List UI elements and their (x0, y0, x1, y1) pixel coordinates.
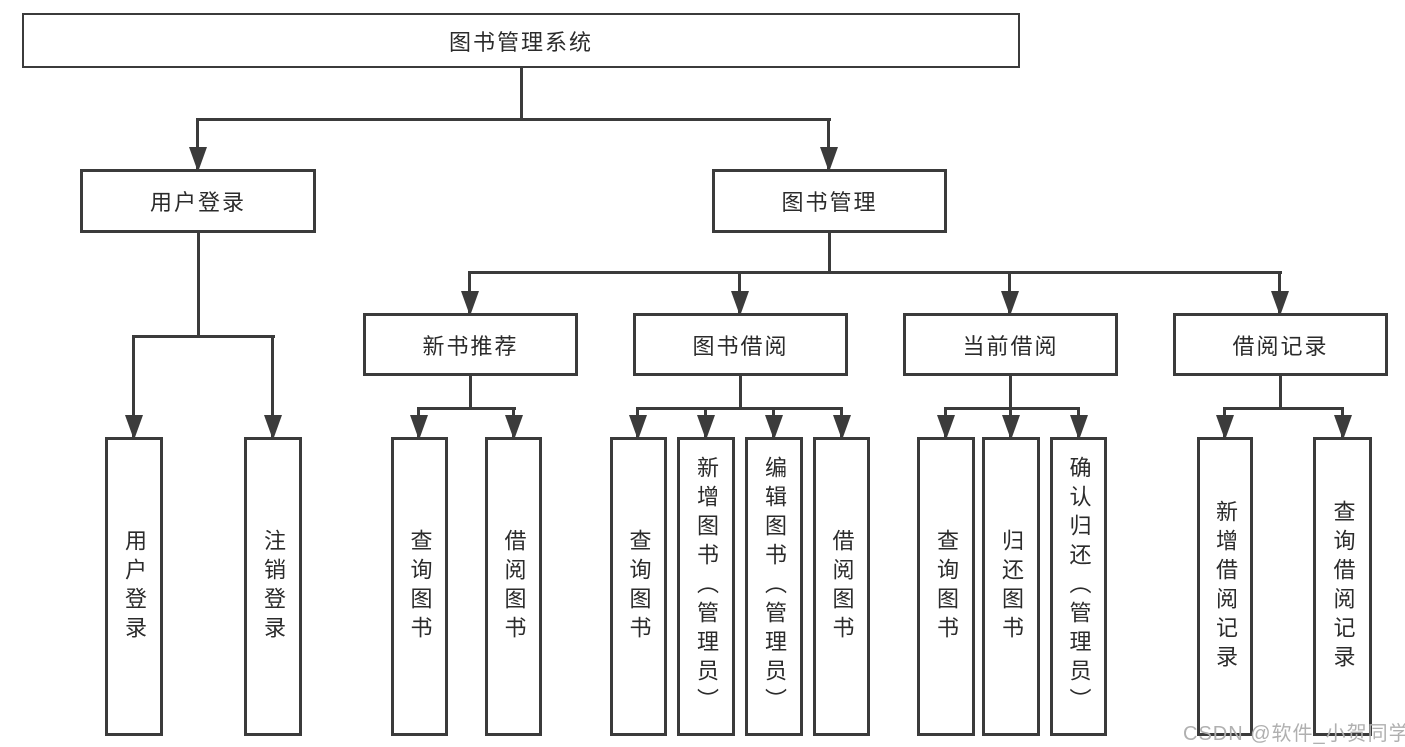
connector-book-management-stub (828, 233, 831, 273)
leaf-borrowing-edit-books-admin-label: 编辑图书（管理员） (762, 456, 787, 717)
connector-new-book-recommend-stub (469, 376, 472, 409)
leaf-borrowing-query-books-label: 查询图书 (626, 528, 652, 645)
node-new-book-recommend: 新书推荐 (363, 313, 578, 376)
leaf-current-confirm-return-admin-label: 确认归还（管理员） (1066, 456, 1092, 717)
arrow-to-leaf-borrowing-edit (772, 408, 775, 439)
node-root-label: 图书管理系统 (448, 29, 593, 55)
leaf-borrowing-borrow-books-label: 借阅图书 (829, 528, 855, 645)
leaf-current-return-books-label: 归还图书 (999, 528, 1024, 645)
csdn-watermark: CSDN @软件_小贺同学 (1183, 723, 1405, 745)
connector-borrowing-records-stub (1279, 376, 1282, 409)
leaf-recommend-query-books-label: 查询图书 (407, 528, 433, 645)
leaf-current-confirm-return-admin: 确认归还（管理员） (1050, 437, 1107, 736)
node-book-management-label: 图书管理 (781, 190, 878, 215)
leaf-recommend-query-books: 查询图书 (391, 437, 448, 736)
arrow-to-leaf-user-login (132, 336, 135, 439)
connector-current-borrowing-stub (1009, 376, 1012, 409)
leaf-recommend-borrow-books: 借阅图书 (485, 437, 542, 736)
arrow-to-leaf-records-query (1341, 408, 1344, 439)
leaf-logout-label: 注销登录 (261, 528, 286, 645)
arrow-to-book-borrowing (738, 272, 741, 315)
arrow-to-leaf-borrowing-borrow (840, 408, 843, 439)
node-borrowing-records-label: 借阅记录 (1232, 333, 1329, 359)
node-user-login: 用户登录 (80, 169, 316, 233)
leaf-borrowing-borrow-books: 借阅图书 (813, 437, 870, 736)
leaf-logout: 注销登录 (244, 437, 302, 736)
arrow-to-leaf-recommend-query (417, 408, 420, 439)
leaf-current-return-books: 归还图书 (982, 437, 1040, 736)
node-current-borrowing: 当前借阅 (903, 313, 1118, 376)
arrow-to-borrowing-records (1278, 272, 1281, 315)
connector-book-borrowing-stub (739, 376, 742, 409)
node-user-login-label: 用户登录 (149, 190, 246, 215)
node-book-borrowing: 图书借阅 (633, 313, 848, 376)
node-root: 图书管理系统 (22, 13, 1020, 68)
connector-borrowing-records-rail (1223, 407, 1344, 410)
leaf-records-query-record-label: 查询借阅记录 (1330, 499, 1356, 674)
node-book-management: 图书管理 (712, 169, 947, 233)
node-book-borrowing-label: 图书借阅 (692, 333, 789, 359)
arrow-to-leaf-borrowing-query (636, 408, 639, 439)
leaf-current-query-books-label: 查询图书 (934, 528, 959, 645)
leaf-records-add-record: 新增借阅记录 (1197, 437, 1253, 736)
arrow-to-leaf-current-return (1009, 408, 1012, 439)
connector-book-borrowing-rail (636, 407, 843, 410)
arrow-to-current-borrowing (1008, 272, 1011, 315)
arrow-to-user-login (196, 119, 199, 171)
leaf-user-login-label: 用户登录 (122, 528, 147, 645)
connector-root-rail (196, 118, 831, 121)
connector-new-book-recommend-rail (417, 407, 516, 410)
arrow-to-leaf-logout (271, 336, 274, 439)
leaf-borrowing-add-books-admin: 新增图书（管理员） (677, 437, 735, 736)
arrow-to-leaf-current-confirm (1077, 408, 1080, 439)
node-current-borrowing-label: 当前借阅 (962, 333, 1059, 359)
arrow-to-leaf-records-add (1223, 408, 1226, 439)
connector-user-login-stub (197, 233, 200, 337)
leaf-borrowing-query-books: 查询图书 (610, 437, 667, 736)
arrow-to-book-management (827, 119, 830, 171)
arrow-to-leaf-current-query (944, 408, 947, 439)
node-borrowing-records: 借阅记录 (1173, 313, 1388, 376)
leaf-recommend-borrow-books-label: 借阅图书 (501, 528, 527, 645)
leaf-current-query-books: 查询图书 (917, 437, 975, 736)
connector-user-login-rail (132, 335, 275, 338)
leaf-borrowing-add-books-admin-label: 新增图书（管理员） (694, 456, 719, 717)
connector-current-borrowing-rail (944, 407, 1080, 410)
arrow-to-new-book-recommend (468, 272, 471, 315)
leaf-records-query-record: 查询借阅记录 (1313, 437, 1372, 736)
connector-root-stub (520, 68, 523, 120)
connector-book-management-rail (468, 271, 1282, 274)
arrow-to-leaf-borrowing-add (704, 408, 707, 439)
arrow-to-leaf-recommend-borrow (512, 408, 515, 439)
leaf-user-login: 用户登录 (105, 437, 163, 736)
node-new-book-recommend-label: 新书推荐 (422, 333, 519, 359)
leaf-borrowing-edit-books-admin: 编辑图书（管理员） (745, 437, 803, 736)
leaf-records-add-record-label: 新增借阅记录 (1213, 499, 1238, 674)
